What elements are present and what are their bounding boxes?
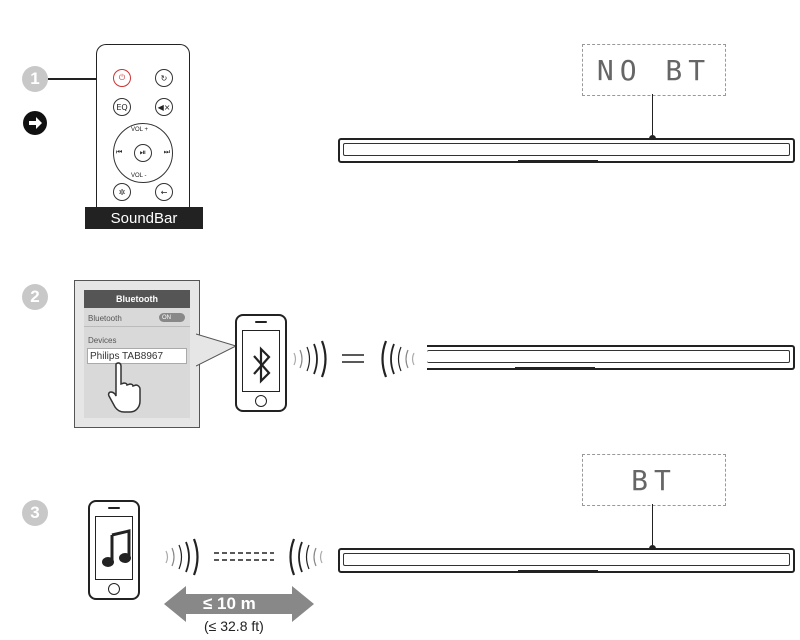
display-no-bt: NO BT <box>582 44 726 96</box>
play-pause-button[interactable]: ⏯ <box>134 144 152 162</box>
settings-button[interactable]: ✲ <box>113 183 131 201</box>
bluetooth-toggle-label: Bluetooth <box>88 314 122 323</box>
prev-icon[interactable]: ⏮ <box>116 148 123 156</box>
power-button[interactable]: ⏻ <box>113 69 131 87</box>
phone-music <box>88 500 140 600</box>
devices-header: Devices <box>88 336 117 345</box>
dpad: VOL + VOL - ⏮ ⏭ ⏯ <box>113 123 173 183</box>
bluetooth-icon <box>251 345 273 390</box>
step-2-badge: 2 <box>22 284 48 310</box>
step-1-badge: 1 <box>22 66 48 92</box>
soundbar-2 <box>427 345 795 370</box>
arrow-right-icon <box>22 110 48 136</box>
remote-control: ⏻ ↻ EQ ◀× VOL + VOL - ⏮ ⏭ ⏯ ✲ ← <box>96 44 190 225</box>
toggle-state: ON <box>162 314 171 321</box>
soundbar-3 <box>338 548 795 573</box>
hand-pointer-icon <box>106 360 146 416</box>
music-note-icon <box>101 527 133 578</box>
distance-metric: ≤ 10 m <box>203 594 256 613</box>
display-3-callout <box>652 504 653 549</box>
bluetooth-toggle[interactable]: ON <box>159 313 185 322</box>
eq-button[interactable]: EQ <box>113 98 131 116</box>
display-1-callout <box>652 94 653 138</box>
signal-waves-3 <box>165 538 323 576</box>
panel-title: Bluetooth <box>84 290 190 308</box>
back-button[interactable]: ← <box>155 183 173 201</box>
source-button[interactable]: ↻ <box>155 69 173 87</box>
distance-arrow <box>164 586 314 622</box>
device-name: Philips TAB8967 <box>90 350 164 362</box>
vol-plus-label: VOL + <box>131 127 148 133</box>
vol-minus-label: VOL - <box>131 173 147 179</box>
soundbar-1 <box>338 138 795 163</box>
panel-pointer <box>196 333 238 367</box>
signal-waves-2 <box>293 340 415 378</box>
phone-bluetooth <box>235 314 287 412</box>
remote-label: SoundBar <box>85 207 203 229</box>
distance-imperial: (≤ 32.8 ft) <box>204 618 264 634</box>
next-icon[interactable]: ⏭ <box>163 148 170 156</box>
step-3-badge: 3 <box>22 500 48 526</box>
bluetooth-settings-panel: Bluetooth Bluetooth ON Devices Philips T… <box>74 280 200 428</box>
eq-label: EQ <box>116 102 128 112</box>
display-bt: BT <box>582 454 726 506</box>
device-item[interactable]: Philips TAB8967 <box>87 348 187 364</box>
mute-button[interactable]: ◀× <box>155 98 173 116</box>
